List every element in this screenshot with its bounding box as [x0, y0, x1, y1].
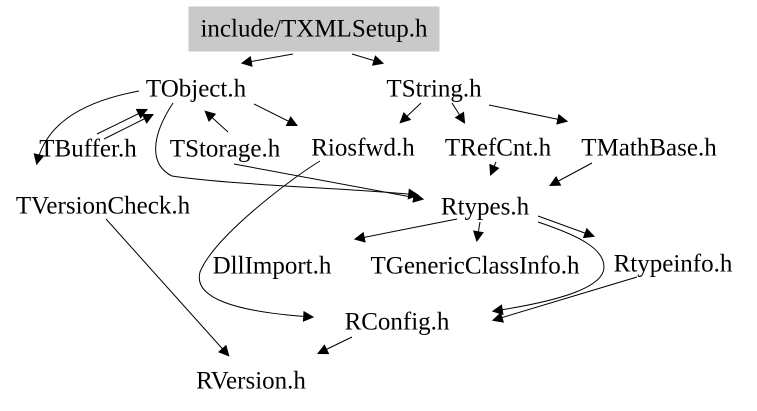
node-tbuffer-h[interactable]: TBuffer.h: [39, 135, 137, 163]
edge-rtypeinfo-rconfig: [491, 276, 638, 323]
edge-rtypes-rconfig: [491, 221, 605, 316]
edge-rtypes-dllimport: [353, 218, 458, 243]
node-rtypeinfo-h[interactable]: Rtypeinfo.h: [613, 250, 733, 278]
edge-tbuffer-tobject-2: [103, 114, 154, 140]
node-rtypes-h[interactable]: Rtypes.h: [440, 193, 530, 221]
edge-rtypes-rtypeinfo: [537, 215, 596, 239]
node-tgenericclassinfo-h[interactable]: TGenericClassInfo.h: [370, 252, 580, 280]
edge-trefcnt-rtypes: [489, 161, 500, 177]
edge-tstring-riosfwd: [399, 102, 422, 124]
edge-txmlsetup-tobject: [240, 53, 294, 67]
node-tmathbase-h[interactable]: TMathBase.h: [581, 134, 717, 162]
edge-tbuffer-tobject-1: [96, 108, 148, 135]
edge-tstorage-tobject: [204, 110, 229, 133]
edge-tobject-rtypes: [155, 102, 420, 200]
node-tstorage-h[interactable]: TStorage.h: [169, 135, 281, 163]
edge-tmathbase-rtypes: [549, 162, 593, 187]
node-include-txmlsetup-h[interactable]: include/TXMLSetup.h: [188, 6, 440, 52]
edge-rconfig-rversion: [317, 336, 353, 355]
edge-tobject-riosfwd: [253, 103, 298, 126]
edge-txmlsetup-tstring: [351, 53, 385, 66]
edge-rtypes-tgenericclassinfo: [473, 221, 484, 243]
edge-tstring-trefcnt: [451, 102, 466, 124]
edge-riosfwd-rconfig: [198, 160, 321, 322]
node-tstring-h[interactable]: TString.h: [386, 75, 482, 103]
node-trefcnt-h[interactable]: TRefCnt.h: [444, 134, 552, 162]
node-dllimport-h[interactable]: DllImport.h: [212, 252, 332, 280]
edge-tstring-tmathbase: [488, 104, 569, 125]
edge-tstorage-rtypes: [233, 163, 425, 203]
node-rversion-h[interactable]: RVersion.h: [196, 367, 306, 395]
edge-tversioncheck-rversion: [105, 218, 230, 357]
node-riosfwd-h[interactable]: Riosfwd.h: [311, 134, 415, 162]
node-tversioncheck-h[interactable]: TVersionCheck.h: [15, 192, 191, 220]
node-rconfig-h[interactable]: RConfig.h: [344, 308, 450, 336]
edge-tobject-tversioncheck: [33, 90, 140, 166]
node-tobject-h[interactable]: TObject.h: [145, 75, 247, 103]
